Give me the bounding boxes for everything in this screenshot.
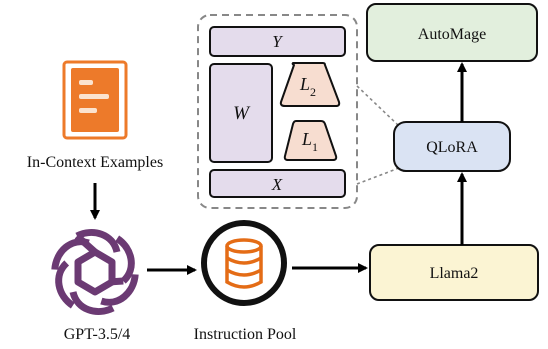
automage-label: AutoMage <box>418 26 486 43</box>
gpt-label: GPT-3.5/4 <box>64 326 131 343</box>
w-matrix-label: W <box>233 103 251 124</box>
openai-logo-icon <box>51 229 139 315</box>
y-matrix-block <box>209 26 346 57</box>
zoom-connector-bottom <box>356 167 400 185</box>
llama2-box <box>369 244 539 301</box>
instruction-pool-label: Instruction Pool <box>194 326 297 343</box>
qlora-label: QLoRA <box>426 139 478 156</box>
document-icon <box>62 60 128 140</box>
l1-adapter-label: L1 <box>301 129 318 154</box>
in-context-examples-label: In-Context Examples <box>27 154 163 171</box>
l2-adapter-label: L2 <box>299 74 316 99</box>
qlora-box <box>393 121 511 172</box>
y-matrix-label: Y <box>272 32 283 51</box>
database-icon <box>201 220 287 306</box>
l1-adapter-block <box>283 120 338 161</box>
w-matrix-block <box>209 63 273 163</box>
x-matrix-label: X <box>271 175 283 194</box>
l2-adapter-block <box>279 62 341 107</box>
x-matrix-block <box>209 169 346 198</box>
llama2-label: Llama2 <box>430 265 479 282</box>
automage-box <box>366 3 538 62</box>
zoom-connector-top <box>356 85 400 127</box>
